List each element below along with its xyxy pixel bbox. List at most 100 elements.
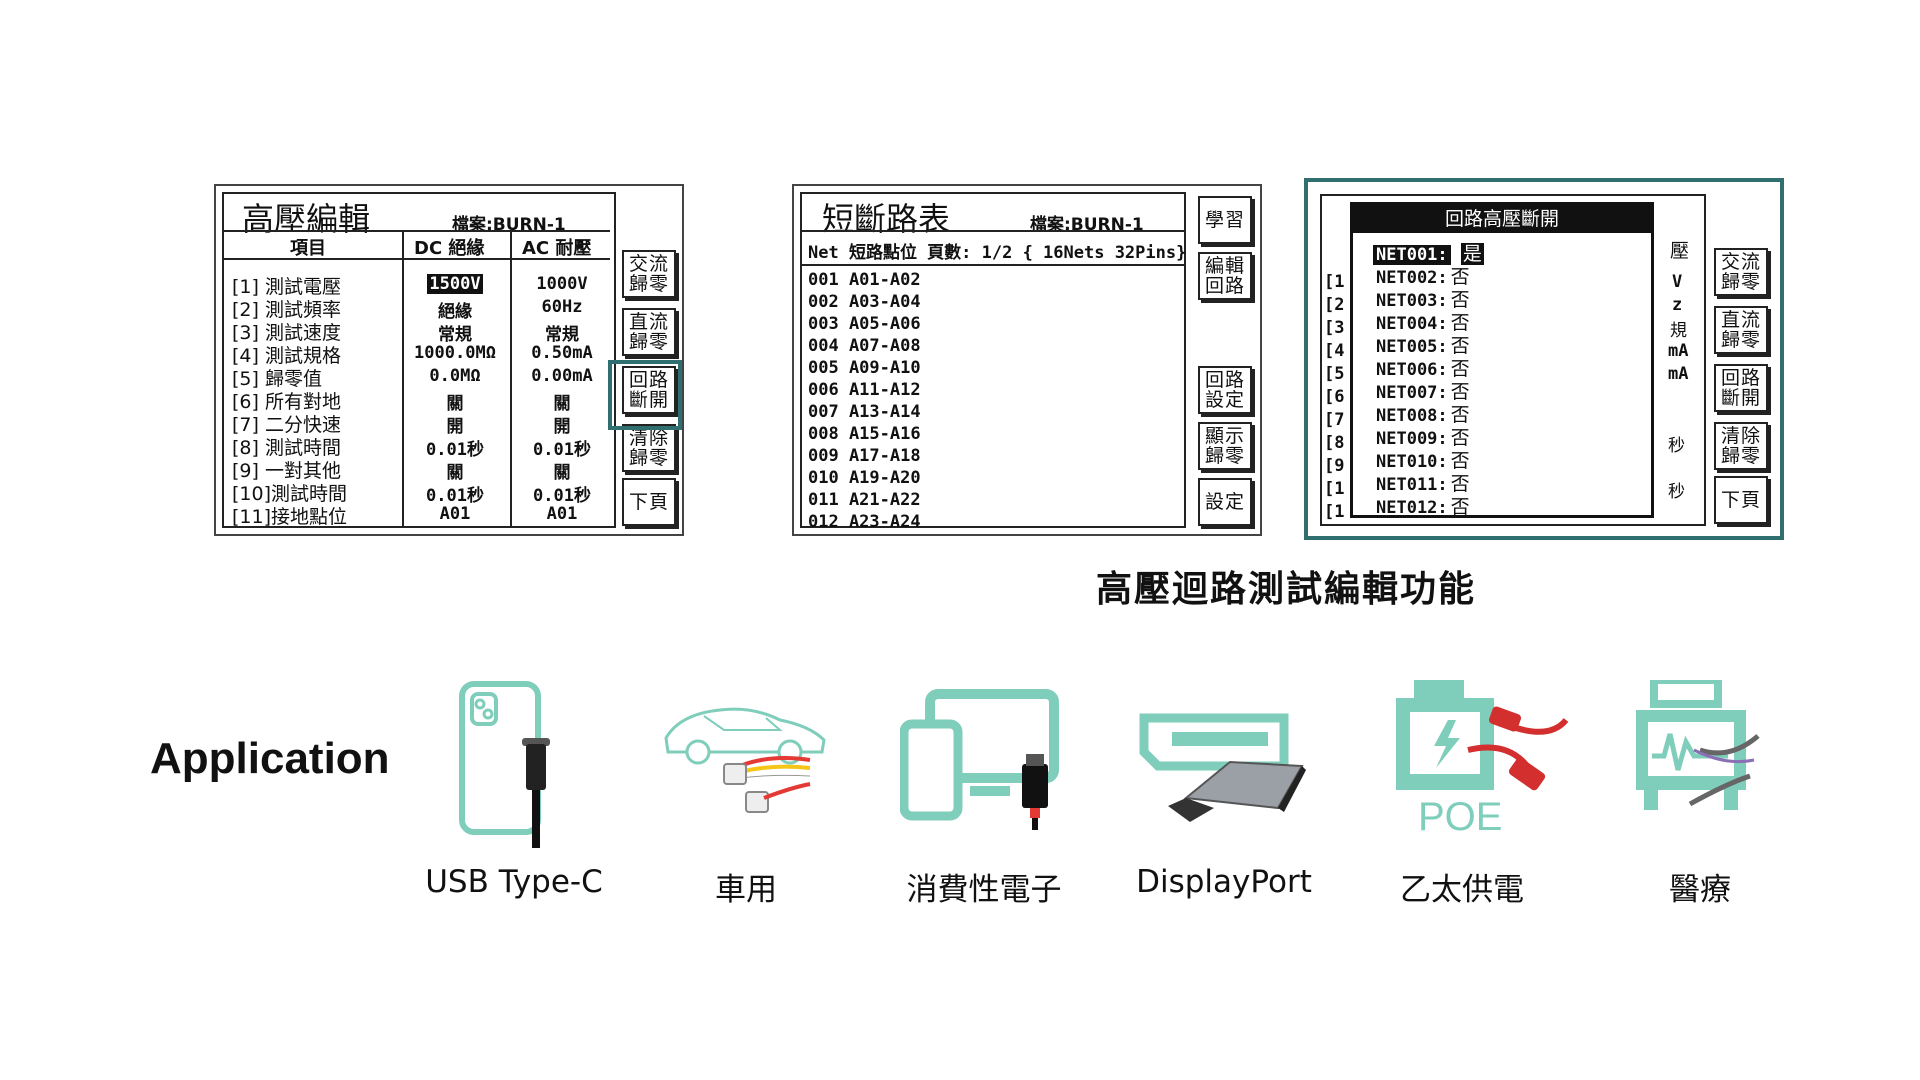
next-page-button[interactable]: 下頁 [622,478,676,526]
table-row-label: [9] 一對其他 [232,460,341,482]
ac-value[interactable]: 0.00mA [531,366,593,386]
short-open-table-screen: 短斷路表 檔案:BURN-1 Net 短路點位 頁數: 1/2 { 16Nets… [792,184,1262,536]
dc-value[interactable]: 關 [446,394,464,414]
dc-zero-button[interactable]: 直流歸零 [1714,306,1768,354]
dc-value[interactable]: 0.0MΩ [429,366,481,386]
row-fragment: [1 [1324,502,1345,522]
row-fragment: [1 [1324,272,1345,292]
dc-value[interactable]: 關 [446,463,464,483]
net-option[interactable]: NET001: 是 [1373,239,1484,266]
list-item[interactable]: 001 A01-A02 [808,270,921,290]
ac-value[interactable]: 0.01秒 [533,486,591,506]
ac-value[interactable]: 關 [553,463,571,483]
net-option[interactable]: NET007:否 [1376,381,1470,403]
settings-button[interactable]: 設定 [1198,478,1252,526]
dc-value[interactable]: A01 [439,504,471,524]
value-fragment: mA [1668,341,1689,361]
ac-value[interactable]: 60Hz [541,297,583,317]
dc-zero-button[interactable]: 直流歸零 [622,308,676,356]
dc-value[interactable]: 常規 [438,325,472,345]
row-fragment: [8 [1324,433,1345,453]
net-option[interactable]: NET005:否 [1376,335,1470,357]
circuit-disconnect-button[interactable]: 回路斷開 [1714,364,1768,412]
list-item[interactable]: 003 A05-A06 [808,314,921,334]
dc-value[interactable]: 絕緣 [438,302,472,322]
divider [224,258,610,260]
ac-value[interactable]: 開 [553,417,571,437]
hv-disconnect-dialog: 回路高壓斷開 NET001: 是 NET002:否 NET003:否 NET00… [1350,202,1654,518]
dc-value[interactable]: 1000.0MΩ [414,343,496,363]
net-option[interactable]: NET004:否 [1376,312,1470,334]
devices-hdmi-icon [900,689,1059,830]
displayport-icon [1139,713,1306,822]
list-item[interactable]: 009 A17-A18 [808,446,921,466]
next-page-button[interactable]: 下頁 [1714,476,1768,524]
table-row-label: [5] 歸零值 [232,368,322,390]
list-item[interactable]: 002 A03-A04 [808,292,921,312]
column-header-item: 項目 [290,238,326,259]
page-title: 短斷路表 [822,200,951,238]
ac-value[interactable]: 常規 [545,325,579,345]
divider [802,264,1184,266]
clear-zero-button[interactable]: 清除歸零 [622,424,676,472]
display-zero-button[interactable]: 顯示歸零 [1198,422,1252,470]
divider [224,230,610,232]
net-option[interactable]: NET002:否 [1376,266,1470,288]
value-fragment: 規 [1670,321,1687,341]
net-option[interactable]: NET008:否 [1376,404,1470,426]
list-item[interactable]: 010 A19-A20 [808,468,921,488]
value-fragment: 秒 [1668,482,1685,502]
table-row-label: [3] 測試速度 [232,322,341,344]
circuit-disconnect-button[interactable]: 回路斷開 [622,366,676,414]
row-fragment: [2 [1324,295,1345,315]
dc-value[interactable]: 0.01秒 [426,440,484,460]
list-item[interactable]: 006 A11-A12 [808,380,921,400]
dc-voltage-value[interactable]: 1500V [427,274,483,294]
table-row-label: [11]接地點位 [232,506,348,528]
table-header: Net 短路點位 頁數: 1/2 { 16Nets 32Pins} [808,243,1187,263]
dc-value[interactable]: 開 [446,417,464,437]
net-option[interactable]: NET011:否 [1376,473,1470,495]
ac-value[interactable]: 0.01秒 [533,440,591,460]
application-label: DisplayPort [1136,864,1312,900]
list-item[interactable]: 008 A15-A16 [808,424,921,444]
edit-circuit-button[interactable]: 編輯回路 [1198,252,1252,300]
net-option[interactable]: NET009:否 [1376,427,1470,449]
value-fragment: 秒 [1668,436,1685,456]
column-fragment: 壓 [1670,240,1690,262]
ac-value[interactable]: A01 [546,504,578,524]
application-label: 消費性電子 [906,872,1062,908]
table-row-label: [6] 所有對地 [232,391,341,413]
hv-edit-screen: 高壓編輯 檔案:BURN-1 項目 DC 絕緣 AC 耐壓 [1] 測試電壓 [… [214,184,684,536]
learn-button[interactable]: 學習 [1198,196,1252,244]
column-header-dc: DC 絕緣 [414,238,485,259]
application-label: 醫療 [1669,872,1731,908]
net-option[interactable]: NET012:否 [1376,496,1470,518]
divider [510,230,512,528]
ac-value[interactable]: 0.50mA [531,343,593,363]
ac-value[interactable]: 1000V [536,274,588,294]
list-item[interactable]: 012 A23-A24 [808,512,921,532]
divider [402,230,404,528]
list-item[interactable]: 004 A07-A08 [808,336,921,356]
circuit-settings-button[interactable]: 回路設定 [1198,366,1252,414]
application-label: 車用 [715,872,777,908]
table-row-label: [7] 二分快速 [232,414,341,436]
ac-value[interactable]: 關 [553,394,571,414]
dc-value[interactable]: 0.01秒 [426,486,484,506]
poe-label: POE [1418,795,1502,839]
table-row-label: [2] 測試頻率 [232,299,341,321]
list-item[interactable]: 005 A09-A10 [808,358,921,378]
net-option[interactable]: NET003:否 [1376,289,1470,311]
list-item[interactable]: 011 A21-A22 [808,490,921,510]
hv-edit-table-panel [222,192,616,528]
ac-zero-button[interactable]: 交流歸零 [622,250,676,298]
highlight-frame [608,360,682,430]
net-option[interactable]: NET010:否 [1376,450,1470,472]
net-option[interactable]: NET006:否 [1376,358,1470,380]
clear-zero-button[interactable]: 清除歸零 [1714,422,1768,470]
table-row-label: [10]測試時間 [232,483,348,505]
ac-zero-button[interactable]: 交流歸零 [1714,248,1768,296]
list-item[interactable]: 007 A13-A14 [808,402,921,422]
row-fragment: [4 [1324,341,1345,361]
